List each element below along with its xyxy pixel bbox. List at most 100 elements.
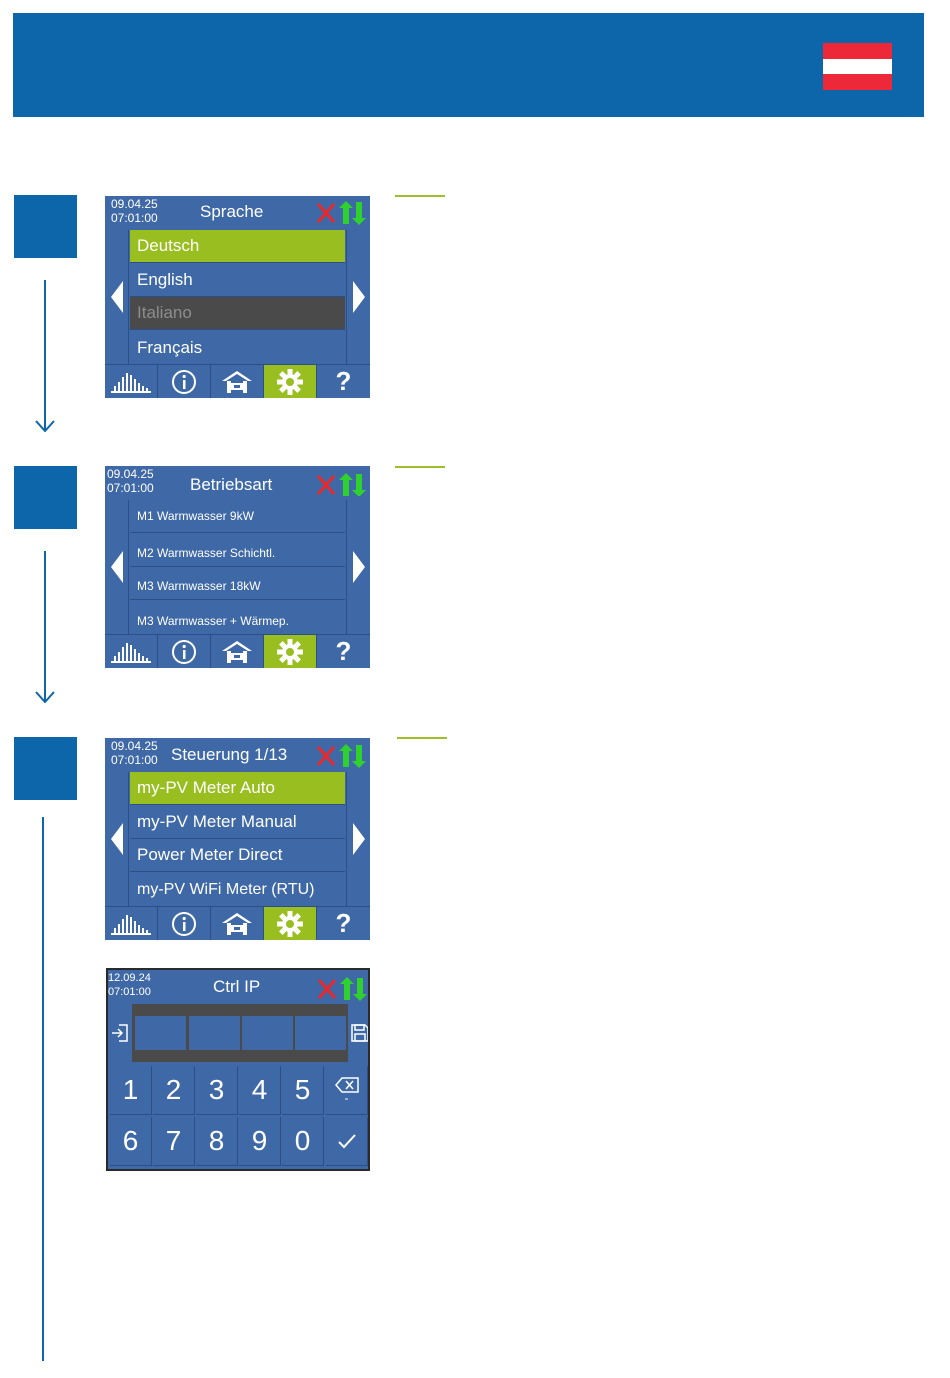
prev-page-button[interactable] [105,772,129,906]
checkmark-icon [337,1134,356,1149]
screen-header: 12.09.24 07:01:00 Ctrl IP [108,970,368,1004]
exit-button[interactable] [108,1004,132,1062]
screen-time: 07:01:00 [111,753,158,767]
next-page-button[interactable] [346,230,370,364]
home-icon [222,912,252,935]
red-x-icon [316,203,336,223]
key-1[interactable]: 1 [110,1066,152,1115]
nav-help-button[interactable]: ? [335,636,352,666]
nav-info-button[interactable] [158,907,211,940]
nav-home-button[interactable] [211,635,264,668]
list-item[interactable]: M3 Warmwasser + Wärmep. [130,601,345,634]
nav-settings-button[interactable] [264,365,317,398]
screen-time: 07:01:00 [107,481,154,495]
nav-histogram-button[interactable] [105,907,158,940]
green-updown-arrows-icon [339,473,366,496]
home-icon [222,640,252,663]
screen-betriebsart: 09.04.25 07:01:00 Betriebsart M1 Warmwas… [105,466,370,668]
nav-info-button[interactable] [158,365,211,398]
key-5[interactable]: 5 [282,1066,324,1115]
chevron-right-icon [353,551,365,583]
nav-info-button[interactable] [158,635,211,668]
backspace-icon [334,1077,359,1093]
next-page-button[interactable] [346,500,370,634]
next-page-button[interactable] [346,772,370,906]
ip-octet-4[interactable] [295,1016,346,1050]
gear-icon [277,638,303,665]
key-4[interactable]: 4 [239,1066,281,1115]
key-9[interactable]: 9 [239,1117,281,1166]
bottom-navbar: ? [105,906,370,940]
confirm-key[interactable] [326,1117,368,1166]
chevron-left-icon [111,281,123,313]
screen-header: 09.04.25 07:01:00 Betriebsart [105,466,370,500]
prev-page-button[interactable] [105,230,129,364]
list-item[interactable]: my-PV Meter Manual [130,806,345,839]
histogram-icon [111,914,151,935]
exit-icon [112,1024,128,1042]
nav-histogram-button[interactable] [105,635,158,668]
red-x-icon [316,746,336,766]
list-item[interactable]: M1 Warmwasser 9kW [130,500,345,533]
nav-histogram-button[interactable] [105,365,158,398]
backspace-sub-label: - [344,1091,349,1105]
menu-list: Deutsch English Italiano Français [130,230,345,364]
list-item[interactable]: my-PV WiFi Meter (RTU) [130,873,345,906]
menu-list: my-PV Meter Auto my-PV Meter Manual Powe… [130,772,345,906]
prev-page-button[interactable] [105,500,129,634]
gear-icon [277,368,303,395]
screen-ctrl-ip: 12.09.24 07:01:00 Ctrl IP 1 2 3 4 5 - 6 … [106,968,370,1171]
ip-octet-3[interactable] [242,1016,293,1050]
info-icon [172,911,196,936]
save-icon [351,1024,368,1042]
list-item[interactable]: Italiano [130,297,345,330]
flow-line-2 [44,551,46,701]
status-icons [316,744,366,768]
menu-list: M1 Warmwasser 9kW M2 Warmwasser Schichtl… [130,500,345,634]
key-7[interactable]: 7 [153,1117,195,1166]
nav-help-button[interactable]: ? [335,908,352,938]
screen-header: 09.04.25 07:01:00 Sprache [105,196,370,230]
screen-date: 12.09.24 [108,972,151,984]
key-0[interactable]: 0 [282,1117,324,1166]
screen-sprache: 09.04.25 07:01:00 Sprache Deutsch Englis… [105,196,370,398]
accent-dash [397,737,447,739]
accent-dash [395,195,445,197]
nav-home-button[interactable] [211,907,264,940]
list-item[interactable]: Français [130,331,345,364]
nav-settings-button[interactable] [264,635,317,668]
key-6[interactable]: 6 [110,1117,152,1166]
ip-octet-2[interactable] [189,1016,240,1050]
list-item[interactable]: M2 Warmwasser Schichtl. [130,534,345,567]
list-item[interactable]: English [130,264,345,297]
bottom-navbar: ? [105,364,370,398]
ip-address-field[interactable] [132,1004,348,1062]
screen-title: Betriebsart [190,475,273,494]
ip-octet-1[interactable] [135,1016,186,1050]
list-item[interactable]: M3 Warmwasser 18kW [130,567,345,600]
flow-line-3 [42,817,44,1361]
list-item[interactable]: my-PV Meter Auto [130,772,345,805]
nav-settings-button[interactable] [264,907,317,940]
info-icon [172,369,196,394]
key-3[interactable]: 3 [196,1066,238,1115]
screen-date: 09.04.25 [111,739,158,753]
key-8[interactable]: 8 [196,1117,238,1166]
list-item[interactable]: Power Meter Direct [130,839,345,872]
screen-date: 09.04.25 [111,197,158,211]
bottom-navbar: ? [105,634,370,668]
key-2[interactable]: 2 [153,1066,195,1115]
step-1-box [14,195,77,258]
nav-help-button[interactable]: ? [335,366,352,396]
screen-date: 09.04.25 [107,467,154,481]
status-icons [316,473,366,496]
backspace-key[interactable]: - [326,1066,368,1115]
screen-header: 09.04.25 07:01:00 Steuerung 1/13 [105,738,370,772]
list-item[interactable]: Deutsch [130,230,345,263]
chevron-right-icon [353,823,365,855]
histogram-icon [111,642,151,663]
step-3-box [14,737,77,800]
save-button[interactable] [348,1004,368,1062]
red-x-icon [317,979,337,999]
nav-home-button[interactable] [211,365,264,398]
